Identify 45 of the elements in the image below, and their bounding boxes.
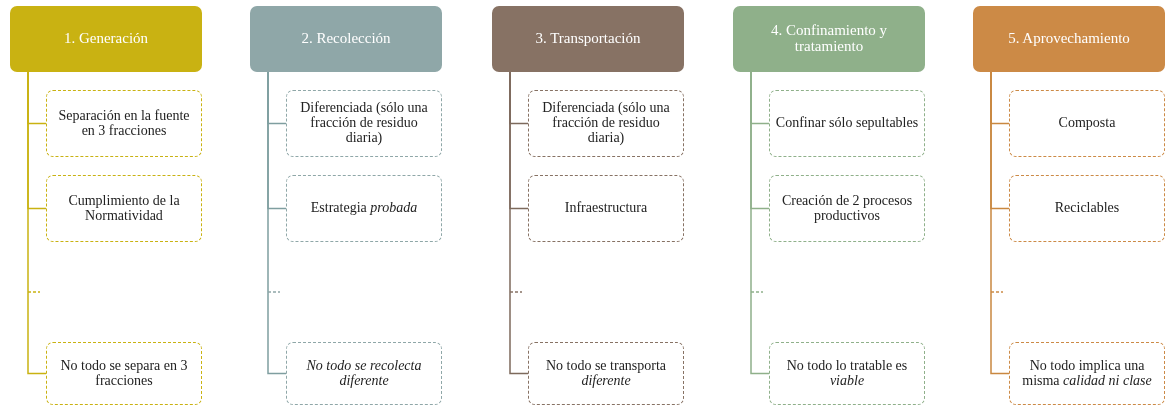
detail-box bbox=[286, 90, 442, 157]
detail-text: Diferenciada (sólo una fracción de residuo diaria) bbox=[299, 101, 429, 146]
detail-text: Cumplimiento de la Normatividad bbox=[67, 193, 181, 224]
detail-text: No todo lo tratable es viable bbox=[785, 358, 909, 389]
detail-text: Creación de 2 procesos productivos bbox=[780, 193, 914, 224]
connector bbox=[509, 71, 529, 375]
detail-box bbox=[46, 342, 202, 405]
detail-box bbox=[769, 175, 925, 242]
detail-box bbox=[769, 90, 925, 157]
detail-box bbox=[528, 342, 684, 405]
stage-title: 1. Generación bbox=[63, 31, 149, 47]
detail-box bbox=[1009, 90, 1165, 157]
detail-box bbox=[769, 342, 925, 405]
stage-header bbox=[10, 6, 202, 72]
detail-text: Infraestructura bbox=[564, 201, 648, 216]
detail-box bbox=[1009, 175, 1165, 242]
detail-box bbox=[286, 175, 442, 242]
stage-title: 3. Transportación bbox=[535, 31, 641, 47]
connector bbox=[750, 71, 770, 375]
stage-header bbox=[250, 6, 442, 72]
detail-text: No todo implica una misma calidad ni clase bbox=[1021, 358, 1153, 389]
detail-text: No todo se transporta diferente bbox=[544, 358, 668, 389]
stage-header bbox=[492, 6, 684, 72]
detail-box bbox=[286, 342, 442, 405]
detail-text: Reciclables bbox=[1054, 201, 1120, 216]
detail-text: Separación en la fuente en 3 fracciones bbox=[57, 108, 191, 139]
stage-header bbox=[733, 6, 925, 72]
detail-text: Composta bbox=[1058, 116, 1116, 131]
detail-text: Estrategia probada bbox=[310, 201, 418, 216]
detail-text: Confinar sólo sepultables bbox=[775, 116, 919, 131]
detail-text: No todo se separa en 3 fracciones bbox=[59, 358, 189, 389]
detail-box bbox=[46, 90, 202, 157]
stage-title: 4. Confinamiento y tratamiento bbox=[769, 23, 889, 55]
detail-box bbox=[528, 175, 684, 242]
detail-box bbox=[46, 175, 202, 242]
detail-text: Diferenciada (sólo una fracción de residuo diaria) bbox=[541, 101, 671, 146]
detail-box bbox=[1009, 342, 1165, 405]
detail-box bbox=[528, 90, 684, 157]
detail-text: No todo se recolecta diferente bbox=[305, 358, 423, 389]
connector bbox=[990, 71, 1010, 375]
connector bbox=[267, 71, 287, 375]
stage-title: 2. Recolección bbox=[301, 31, 391, 47]
connector bbox=[27, 71, 47, 375]
stage-title: 5. Aprovechamiento bbox=[1008, 31, 1130, 47]
stage-header bbox=[973, 6, 1165, 72]
